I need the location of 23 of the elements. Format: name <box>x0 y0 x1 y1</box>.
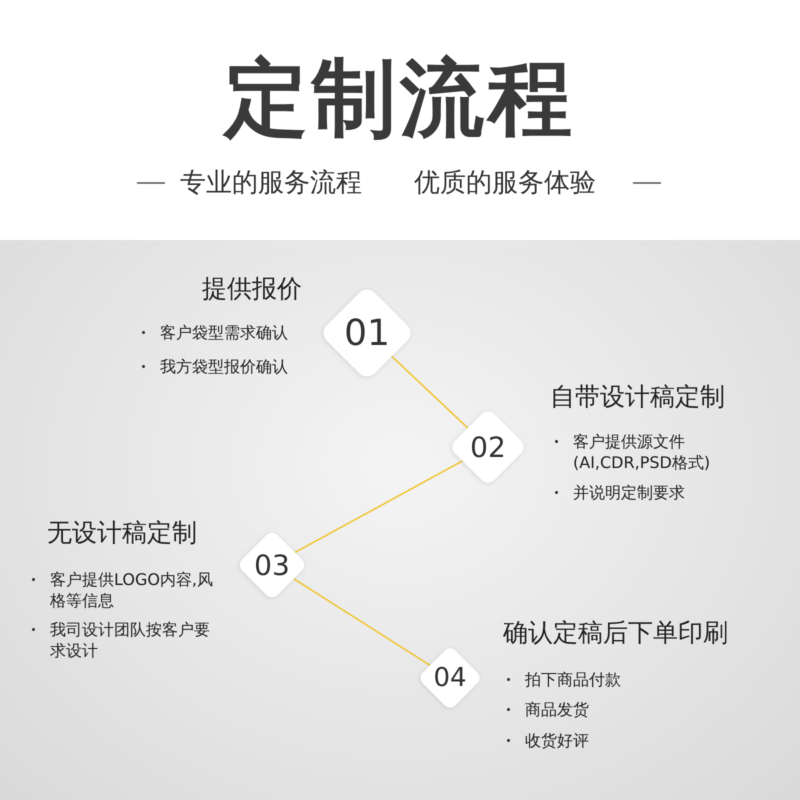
bullet-item: 客户袋型需求确认 <box>140 322 330 343</box>
connector-line <box>390 354 469 430</box>
bullet-item: 商品发货 <box>505 699 695 720</box>
connector-line <box>294 460 464 554</box>
title: 定制流程 <box>221 48 577 148</box>
bullet-item: 并说明定制要求 <box>553 482 743 503</box>
step-heading: 无设计稿定制 <box>47 517 197 549</box>
bullet-item: 客户提供源文件(AI,CDR,PSD格式) <box>553 431 743 473</box>
step-number: 04 <box>433 663 467 693</box>
step-heading: 自带设计稿定制 <box>550 381 725 413</box>
bullet-item: 我司设计团队按客户要求设计 <box>30 619 222 661</box>
subtitle-text: 专业的服务流程 <box>180 167 362 200</box>
bullet-item: 客户提供LOGO内容,风格等信息 <box>30 569 222 611</box>
step-heading: 提供报价 <box>202 273 302 305</box>
step-number: 03 <box>254 548 290 582</box>
step-heading: 确认定稿后下单印刷 <box>503 617 728 649</box>
subtitle-text: 优质的服务体验 <box>414 167 596 200</box>
step-number: 02 <box>470 430 506 464</box>
bullet-item: 我方袋型报价确认 <box>140 356 330 377</box>
bullet-item: 拍下商品付款 <box>505 669 695 690</box>
bullet-item: 收货好评 <box>505 730 695 751</box>
connector-line <box>292 578 432 666</box>
step-number: 01 <box>344 312 390 354</box>
